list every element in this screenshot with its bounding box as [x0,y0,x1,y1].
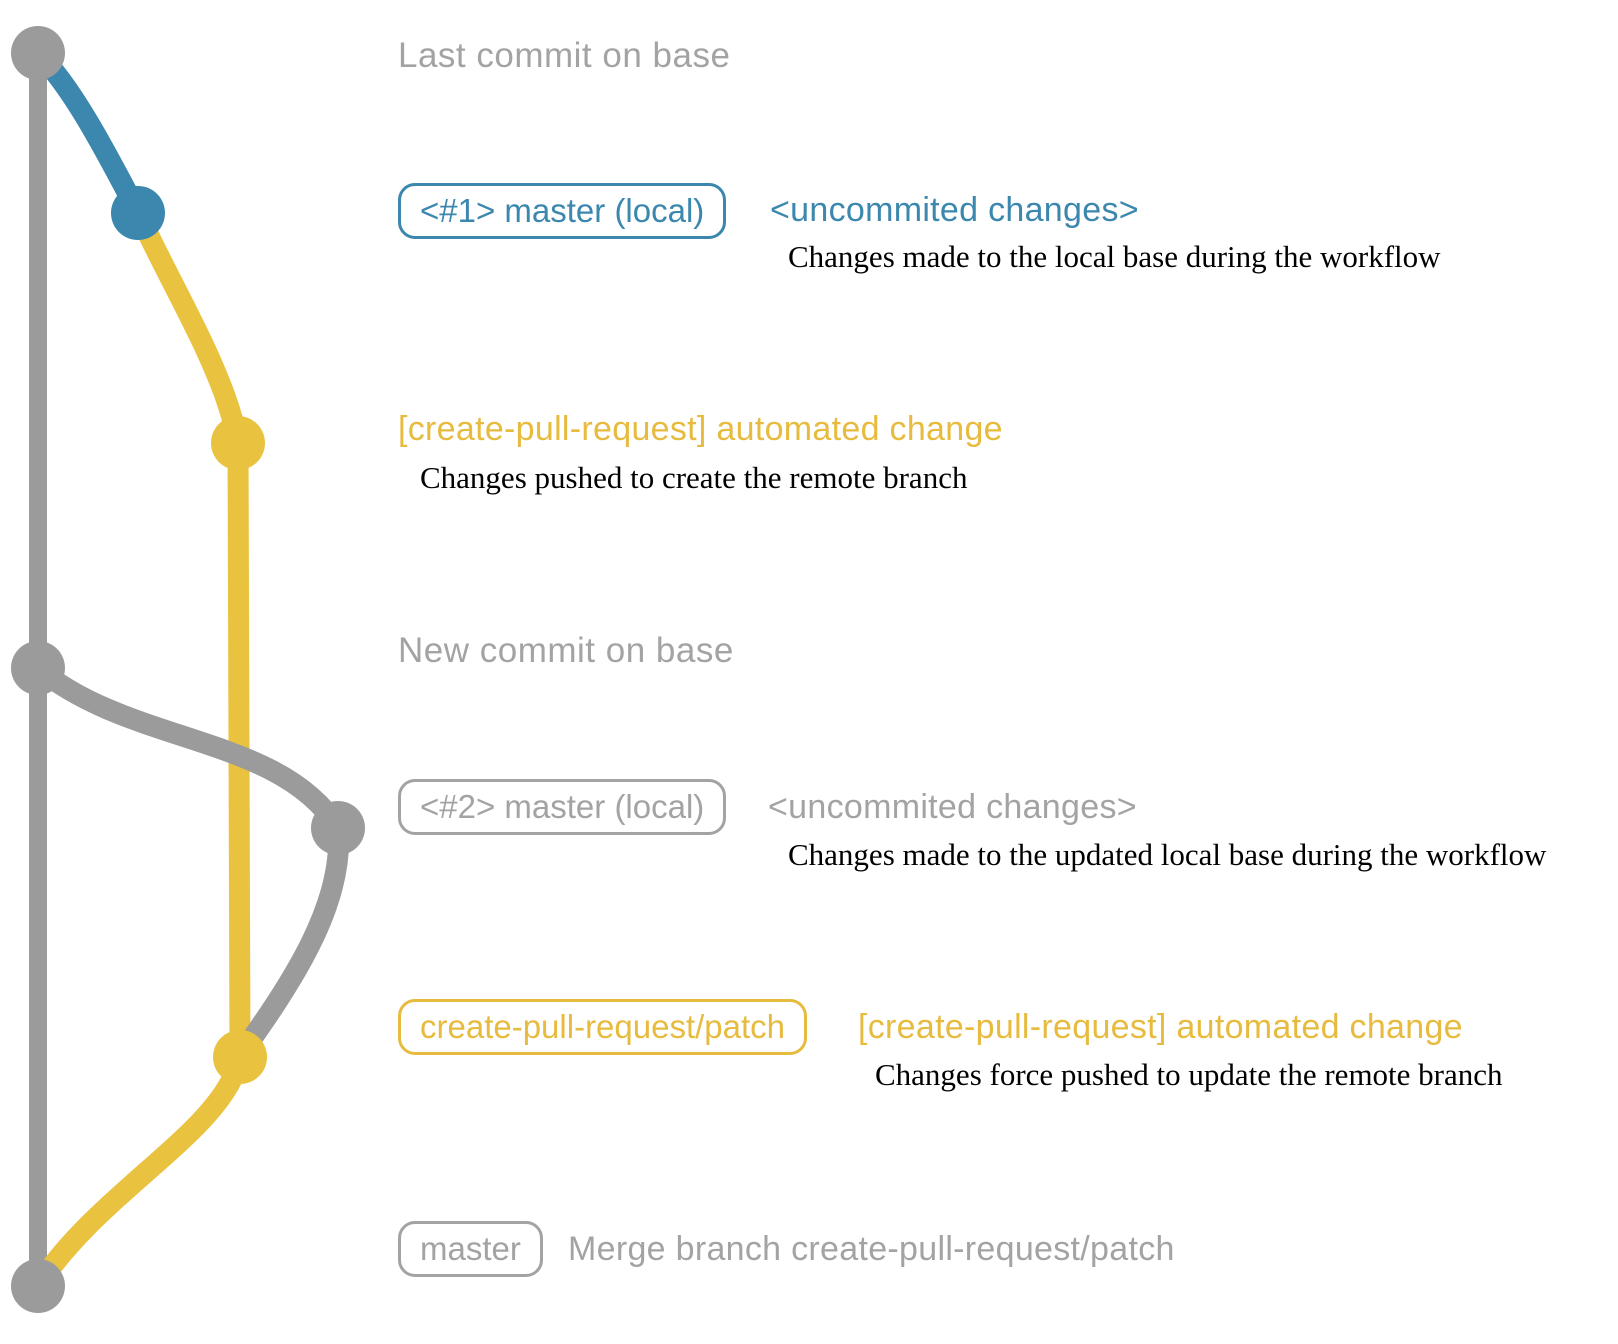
badge-patch-branch: create-pull-request/patch [398,999,808,1055]
commit-dot-local-2 [311,801,365,855]
uncommitted-changes-label-2: <uncommited changes> [768,788,1137,826]
new-commit-title: New commit on base [398,631,734,670]
last-commit-title: Last commit on base [398,36,731,75]
commit-dot-new-base [11,641,65,695]
merge-branch-label: Merge branch create-pull-request/patch [568,1230,1175,1268]
local-branch-1-curve [27,42,149,224]
caption-force-push: Changes force pushed to update the remot… [875,1057,1503,1092]
caption-push-remote: Changes pushed to create the remote bran… [420,460,968,495]
badge-master-local-1: <#1> master (local) [398,183,727,239]
local-branch-2-curve [228,817,350,1068]
patch-branch-curve-1 [127,202,249,454]
automated-change-label-2: [create-pull-request] automated change [858,1008,1463,1046]
base-update-curve [27,657,349,839]
commit-dot-local-1 [111,186,165,240]
caption-local-changes-1: Changes made to the local base during th… [788,239,1441,274]
badge-master-merged: master [398,1221,543,1277]
caption-local-changes-2: Changes made to the updated local base d… [788,837,1547,872]
commit-dot-patch-1 [211,416,265,470]
uncommitted-changes-label-1: <uncommited changes> [770,191,1139,229]
commit-dot-patch-2 [213,1030,267,1084]
commit-dot-merge [11,1259,65,1313]
git-graph [11,26,365,1313]
patch-merge-curve [27,1046,251,1297]
automated-change-label-1: [create-pull-request] automated change [398,410,1003,448]
commit-dot-last-base [11,26,65,80]
badge-master-local-2: <#2> master (local) [398,779,727,835]
